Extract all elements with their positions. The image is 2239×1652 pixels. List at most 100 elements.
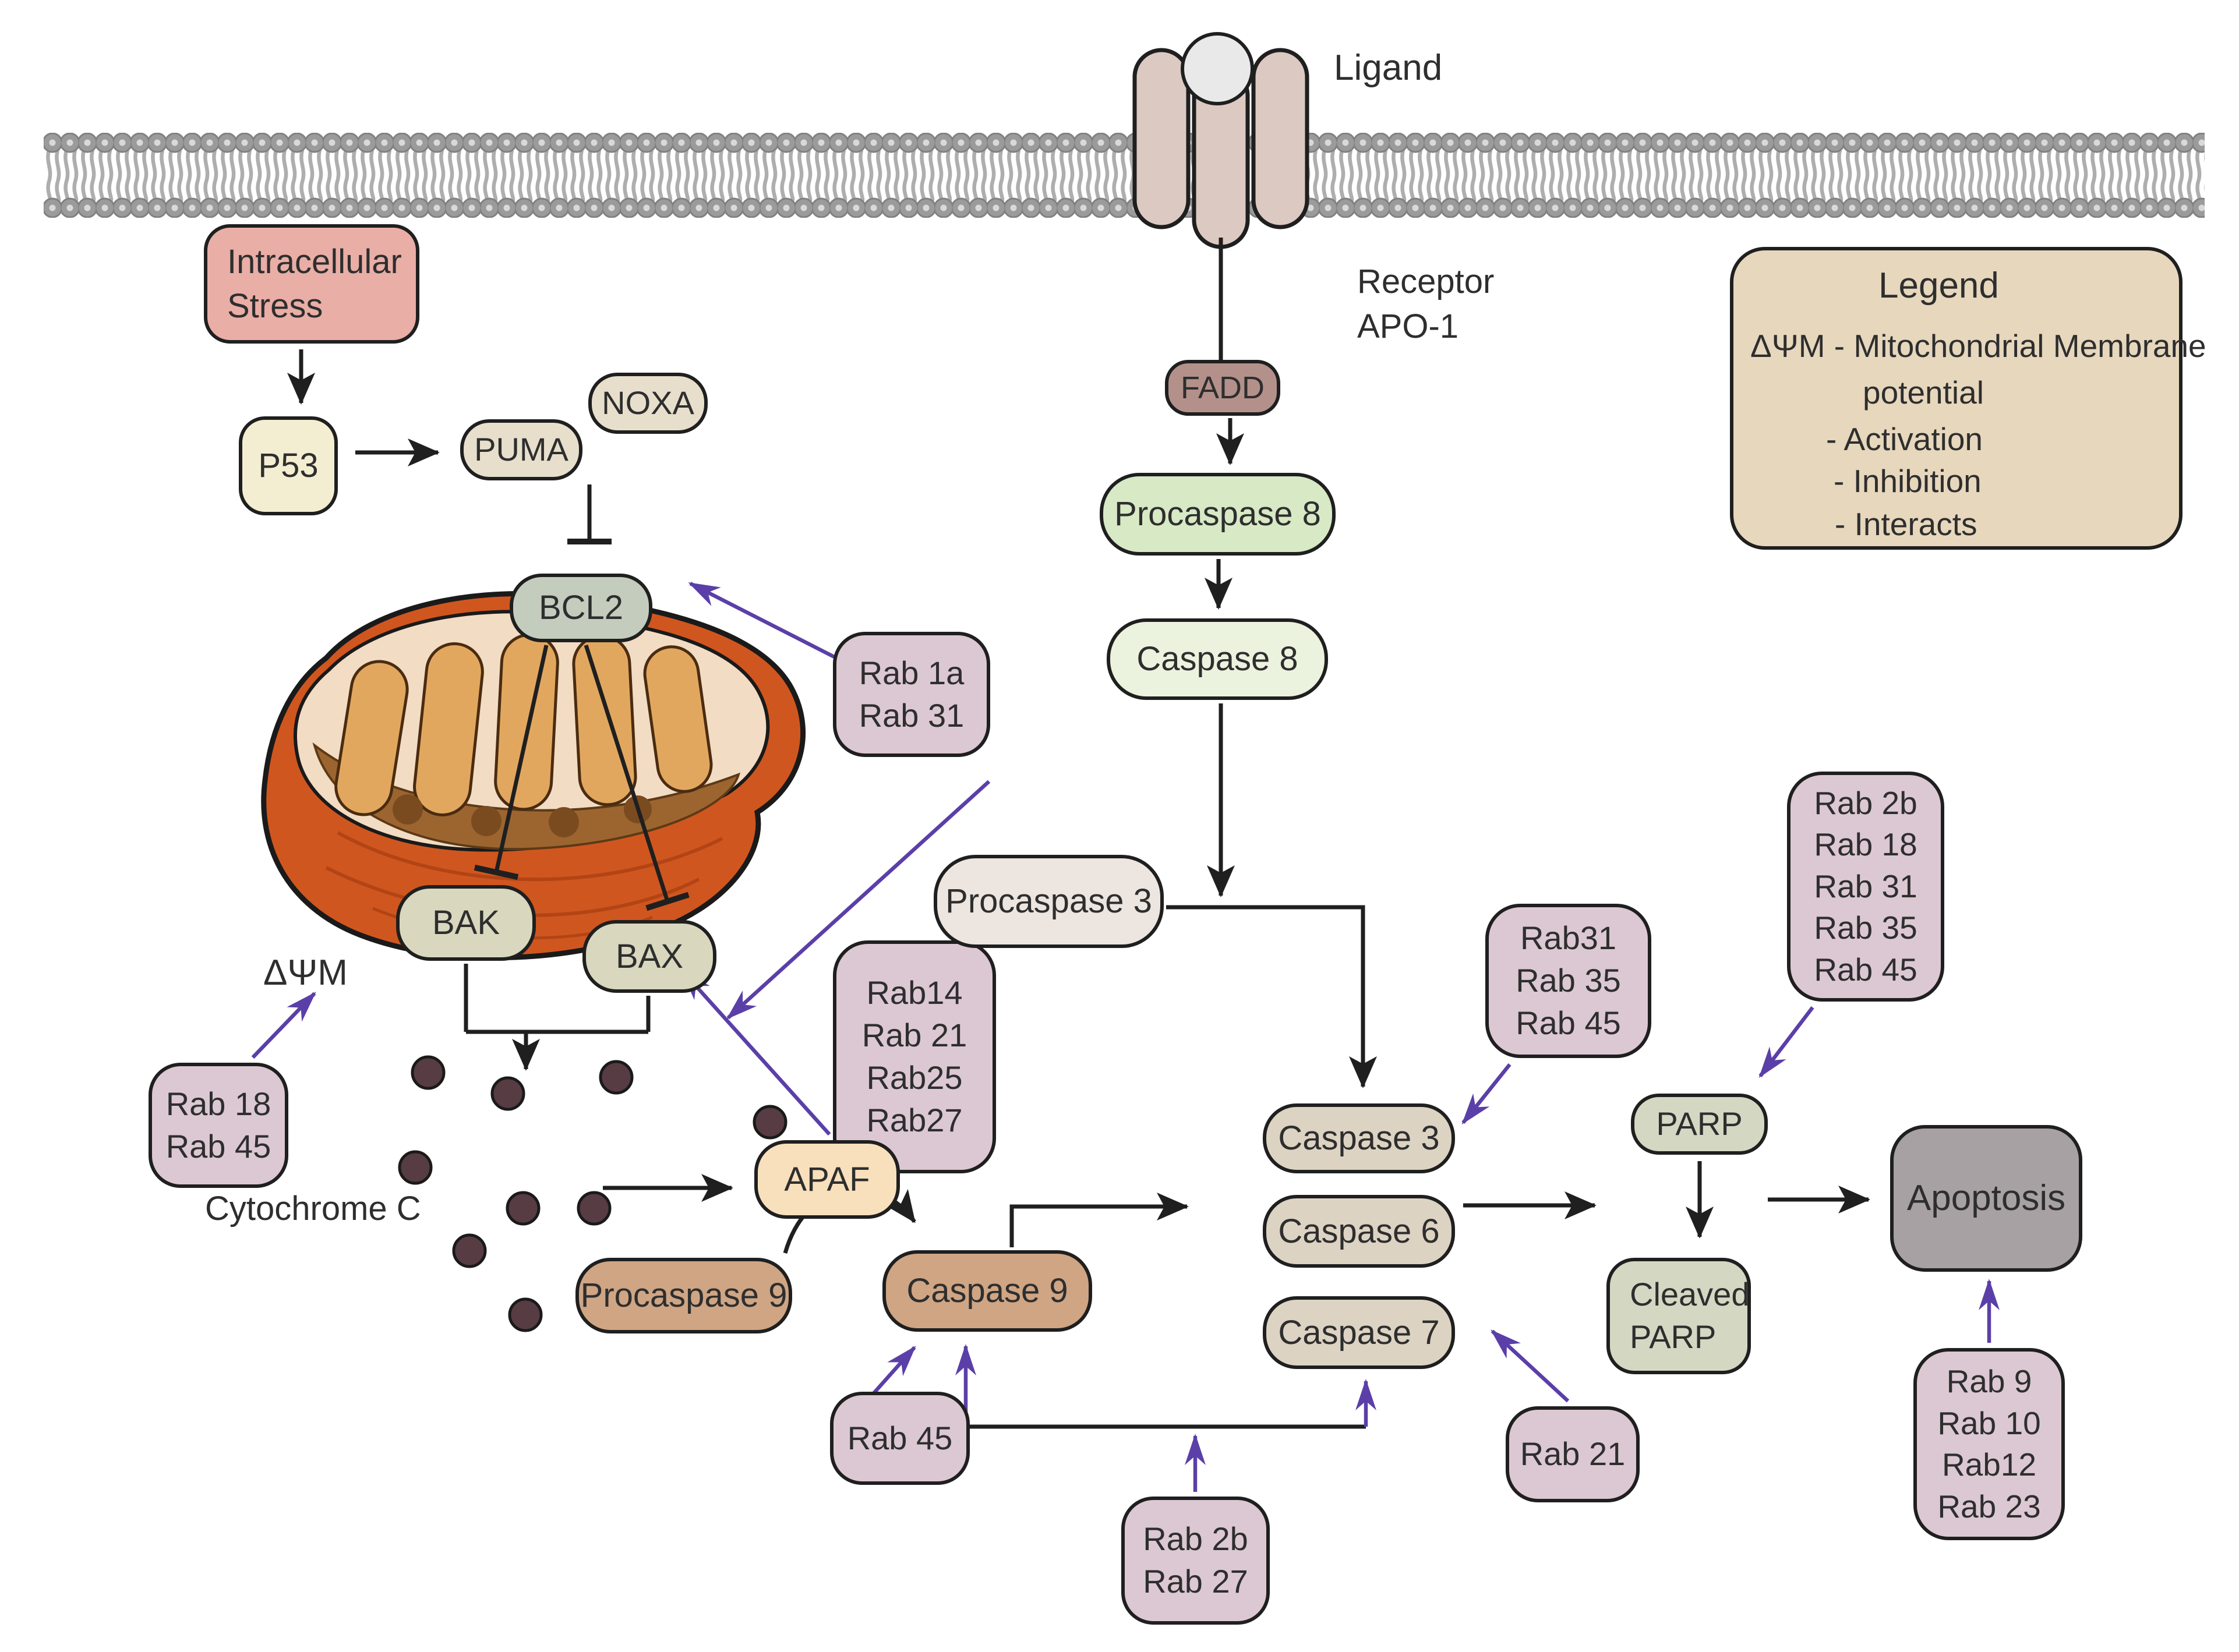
bax-box-text: BAX xyxy=(615,937,684,975)
rab313545-to-caspase3-arrow xyxy=(1461,1063,1511,1125)
rab14-to-bax-arrow xyxy=(681,970,831,1136)
cytochrome-c-dot xyxy=(508,1297,543,1332)
procaspase8-box-text: Procaspase 8 xyxy=(1114,495,1321,533)
procaspase8-box: Procaspase 8 xyxy=(1100,473,1336,556)
receptor-label-line1: Receptor xyxy=(1357,263,1495,300)
rab1a-31-box-text: Rab 31 xyxy=(859,696,965,734)
bcl2-box: BCL2 xyxy=(510,574,652,642)
caspase8-box: Caspase 8 xyxy=(1107,618,1328,700)
rab1a31-to-bax-arrow xyxy=(726,780,991,1020)
ligand-icon xyxy=(1181,32,1254,105)
noxa-box: NOXA xyxy=(588,373,708,434)
receptor-label-line2: APO-1 xyxy=(1357,307,1459,345)
receptor-apo1-icon xyxy=(1132,48,1309,249)
cleaved-parp-box-text: PARP xyxy=(1630,1318,1717,1355)
rab9-10-12-23-box-text: Rab 9 xyxy=(1946,1363,2032,1399)
procaspase3-box-text: Procaspase 3 xyxy=(945,882,1152,921)
bak-box-text: BAK xyxy=(432,904,500,942)
rab21-box: Rab 21 xyxy=(1506,1406,1640,1502)
parp-box: PARP xyxy=(1631,1094,1768,1155)
rab18-45-box-text: Rab 18 xyxy=(165,1085,271,1122)
rab9-10-12-23-box-text: Rab12 xyxy=(1941,1446,2037,1483)
rab2b-27-box-text: Rab 27 xyxy=(1143,1563,1248,1600)
cleaved-parp-box-text: Cleaved xyxy=(1630,1276,1750,1313)
apaf-box-text: APAF xyxy=(784,1160,870,1198)
apoptosis-box-text: Apoptosis xyxy=(1906,1177,2066,1218)
bcl2-to-bak-inhibition-cap xyxy=(474,864,519,880)
rab1a-31-box-text: Rab 1a xyxy=(859,654,965,691)
bcl2-to-bax-inhibition-cap xyxy=(645,892,690,911)
legend-dym-line1: ΔΨM - Mitochondrial Membrane xyxy=(1750,328,2206,364)
procaspase3-to-caspase3-arrow xyxy=(1166,905,1377,1088)
fadd-box-text: FADD xyxy=(1180,370,1265,405)
rab1a-31-box: Rab 1a Rab 31 xyxy=(833,632,990,757)
procaspase9-box: Procaspase 9 xyxy=(575,1258,792,1333)
cytochrome-c-dot xyxy=(599,1060,634,1095)
caspase9-to-caspases-arrow xyxy=(1009,1193,1189,1247)
rab18-45-box-text: Rab 45 xyxy=(165,1127,271,1165)
cytochrome-c-dot xyxy=(577,1191,612,1226)
apoptosis-box: Apoptosis xyxy=(1890,1125,2082,1272)
cell-membrane-icon xyxy=(44,133,2205,218)
rab31-35-45-box-text: Rab 45 xyxy=(1516,1004,1621,1041)
noxa-box-text: NOXA xyxy=(602,384,694,422)
rab2b-27-box-text: Rab 2b xyxy=(1143,1520,1248,1558)
rab14-21-25-27-box-text: Rab25 xyxy=(866,1059,963,1096)
cytochrome-c-dot xyxy=(452,1233,487,1268)
ligand-label: Ligand xyxy=(1334,48,1443,88)
bax-box: BAX xyxy=(582,920,716,993)
caspase3-box: Caspase 3 xyxy=(1263,1103,1455,1173)
caspase8-box-text: Caspase 8 xyxy=(1136,640,1298,678)
rab2b-18-31-35-45-box-text: Rab 31 xyxy=(1814,868,1917,904)
caspase7-box: Caspase 7 xyxy=(1263,1296,1455,1369)
p53-box: P53 xyxy=(239,416,338,515)
cytochrome-c-dot xyxy=(398,1150,433,1185)
legend-activation-label: - Activation xyxy=(1826,421,1983,457)
caspase9-box: Caspase 9 xyxy=(882,1250,1092,1332)
rab14-21-25-27-box-text: Rab14 xyxy=(866,974,963,1011)
rab21-to-caspase7-arrow xyxy=(1491,1329,1570,1403)
bcl2-to-bak-inhibition xyxy=(494,645,549,873)
cytochrome-c-dot xyxy=(753,1105,787,1140)
procaspase9-box-text: Procaspase 9 xyxy=(580,1276,787,1315)
mitochondria-illustration xyxy=(261,591,806,961)
p53-box-text: P53 xyxy=(258,447,319,485)
legend-inhibition-label: - Inhibition xyxy=(1834,463,1982,499)
delta-psi-m-label: ΔΨM xyxy=(263,953,348,993)
cytochrome-c-label: Cytochrome C xyxy=(205,1190,421,1227)
rab2b-18-31-35-45-box-text: Rab 2b xyxy=(1814,784,1917,821)
legend-title: Legend xyxy=(1878,266,1999,306)
rab2b-27-box: Rab 2b Rab 27 xyxy=(1121,1497,1270,1625)
rab2b-18-31-35-45-box-text: Rab 18 xyxy=(1814,826,1917,863)
procaspase3-box: Procaspase 3 xyxy=(934,855,1164,948)
bcl2-to-bax-inhibition xyxy=(584,644,670,903)
rab31-35-45-box-text: Rab31 xyxy=(1520,919,1617,957)
cytochrome-c-dot xyxy=(490,1076,525,1111)
fadd-box: FADD xyxy=(1165,360,1280,416)
rab45-box-text: Rab 45 xyxy=(847,1419,953,1456)
rab2b-18-31-35-45-box-text: Rab 35 xyxy=(1814,910,1917,946)
rab31-35-45-box-text: Rab 35 xyxy=(1516,962,1621,999)
puma-box-text: PUMA xyxy=(474,431,568,468)
cytochrome-c-dots xyxy=(398,1055,787,1332)
rab1845-to-bak-arrow xyxy=(251,992,316,1059)
caspase9-box-text: Caspase 9 xyxy=(906,1272,1068,1310)
rab14-21-25-27-box-text: Rab 21 xyxy=(861,1017,967,1054)
bcl2-box-text: BCL2 xyxy=(538,589,624,627)
caspase3-box-text: Caspase 3 xyxy=(1278,1119,1440,1158)
rab2b-18-31-35-45-box-text: Rab 45 xyxy=(1814,951,1917,988)
caspase7-box-text: Caspase 7 xyxy=(1278,1313,1440,1352)
caspase6-box: Caspase 6 xyxy=(1263,1195,1455,1268)
puma-box: PUMA xyxy=(460,419,582,480)
rab2b-18-31-35-45-box: Rab 2b Rab 18 Rab 31 Rab 35 Rab 45 xyxy=(1787,772,1944,1002)
cytochrome-c-dot xyxy=(411,1055,446,1090)
rab1a31-to-bcl2-arrow xyxy=(688,582,835,659)
rab14-21-25-27-box-text: Rab27 xyxy=(866,1101,963,1138)
intracellular-stress-box-text: Intracellular xyxy=(227,243,402,281)
